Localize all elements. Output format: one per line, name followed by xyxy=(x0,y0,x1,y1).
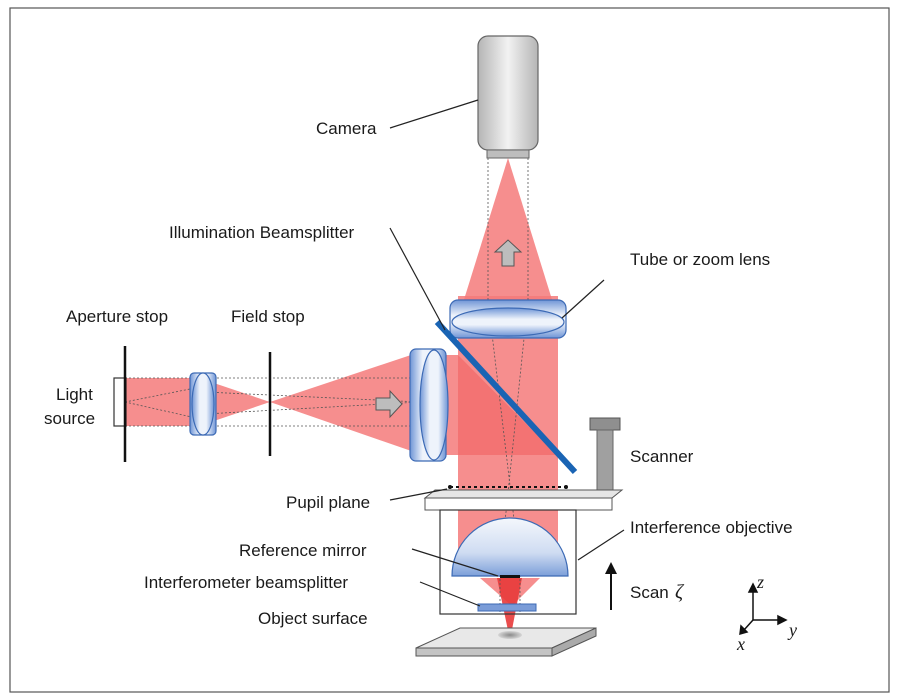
label-scanner: Scanner xyxy=(630,447,694,466)
illumination-arrow-icon xyxy=(375,389,403,419)
object-surface-plate xyxy=(415,627,597,657)
camera-body xyxy=(477,35,539,159)
collimating-lens xyxy=(189,372,217,436)
label-interference-objective: Interference objective xyxy=(630,518,793,537)
label-pupil-plane: Pupil plane xyxy=(286,493,370,512)
label-scan-symbol: ζ xyxy=(675,581,685,603)
leader-lines xyxy=(389,99,625,607)
pupil-plane-marker xyxy=(448,485,568,489)
objective-lens xyxy=(451,517,569,577)
condenser-lens xyxy=(409,348,449,462)
label-tube-lens: Tube or zoom lens xyxy=(630,250,770,269)
scanner-stage xyxy=(423,417,624,511)
diverging-beam xyxy=(270,352,420,454)
label-scan: Scan xyxy=(630,583,669,602)
illumination-beamsplitter-plate xyxy=(434,319,578,475)
camera-cone xyxy=(462,158,554,306)
label-light-source-line2: source xyxy=(44,409,95,428)
label-aperture-stop: Aperture stop xyxy=(66,307,168,326)
imaging-arrow-icon xyxy=(493,239,523,267)
label-axis-z: z xyxy=(756,572,764,592)
tube-lens xyxy=(449,299,567,339)
label-axis-x: x xyxy=(736,634,745,654)
label-field-stop: Field stop xyxy=(231,307,305,326)
scan-arrow-icon xyxy=(605,562,617,610)
interferometer-beamsplitter-plate xyxy=(477,603,537,612)
label-light-source-line1: Light xyxy=(56,385,93,404)
reference-mirror xyxy=(500,575,520,578)
label-reference-mirror: Reference mirror xyxy=(239,541,367,560)
label-object-surface: Object surface xyxy=(258,609,368,628)
label-camera: Camera xyxy=(316,119,377,138)
objective-housing xyxy=(439,509,577,615)
label-interferometer-beamsplitter: Interferometer beamsplitter xyxy=(144,573,348,592)
figure-frame xyxy=(9,7,890,693)
collimated-horizontal-beam xyxy=(445,355,458,455)
coordinate-axes xyxy=(739,582,788,636)
label-illumination-beamsplitter: Illumination Beamsplitter xyxy=(169,223,355,242)
label-axis-y: y xyxy=(787,620,797,640)
